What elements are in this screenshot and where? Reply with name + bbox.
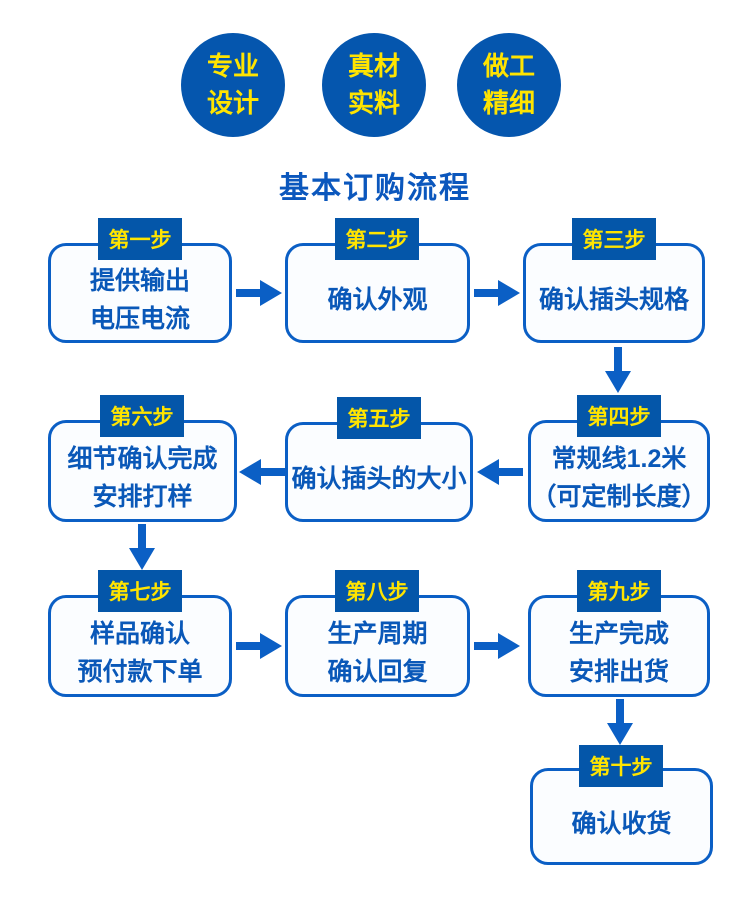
feature-circle-fine-workmanship: 做工 精细 (457, 33, 561, 137)
arrow-right-step1-step2-icon (236, 278, 282, 308)
step-badge-3: 第三步 (572, 218, 656, 260)
step-badge-5: 第五步 (337, 397, 421, 439)
step-text: 确认回复 (327, 658, 428, 686)
feature-circle-professional-design: 专业 设计 (181, 33, 285, 137)
step-badge-7: 第七步 (98, 570, 182, 612)
feature-circle-genuine-materials: 真材 实料 (322, 33, 426, 137)
step-text: 细节确认完成 (67, 445, 218, 473)
feature-circle-label: 专业 (206, 51, 259, 81)
step-text: 确认插头的大小 (291, 465, 467, 493)
step-text: 预付款下单 (77, 658, 203, 686)
step-badge-10: 第十步 (579, 745, 663, 787)
feature-circle-label: 设计 (206, 88, 259, 118)
arrow-down-step9-step10-icon (605, 699, 635, 745)
feature-circle-label: 实料 (347, 88, 400, 118)
step-badge-4: 第四步 (577, 395, 661, 437)
step-box-8: 生产周期 确认回复 (285, 595, 470, 697)
step-text: 确认收货 (571, 809, 672, 838)
step-text: 安排出货 (568, 658, 669, 686)
arrow-down-step3-step4-icon (603, 347, 633, 393)
step-badge-9: 第九步 (577, 570, 661, 612)
step-text: 提供输出 (89, 267, 190, 295)
step-text: 样品确认 (89, 620, 190, 648)
step-box-6: 细节确认完成 安排打样 (48, 420, 237, 522)
step-box-4: 常规线1.2米 （可定制长度） (528, 420, 710, 522)
step-text: 常规线1.2米 (551, 445, 687, 473)
feature-circle-label: 精细 (482, 88, 535, 118)
step-text: 确认插头规格 (538, 286, 689, 314)
step-text: 安排打样 (92, 483, 193, 511)
step-text: 生产周期 (327, 620, 428, 648)
step-text: （可定制长度） (531, 483, 707, 511)
step-box-10: 确认收货 (530, 768, 713, 865)
arrow-left-step5-step6-icon (239, 457, 285, 487)
page-title: 基本订购流程 (279, 172, 471, 205)
step-badge-1: 第一步 (98, 218, 182, 260)
arrow-down-step6-step7-icon (127, 524, 157, 570)
arrow-left-step4-step5-icon (477, 457, 523, 487)
arrow-right-step8-step9-icon (474, 631, 520, 661)
arrow-right-step2-step3-icon (474, 278, 520, 308)
feature-circle-label: 做工 (482, 51, 535, 81)
feature-circle-label: 真材 (347, 51, 400, 81)
step-text: 生产完成 (568, 620, 669, 648)
step-text: 确认外观 (327, 286, 428, 314)
arrow-right-step7-step8-icon (236, 631, 282, 661)
step-badge-8: 第八步 (335, 570, 419, 612)
step-badge-6: 第六步 (100, 395, 184, 437)
step-text: 电压电流 (89, 305, 190, 333)
step-badge-2: 第二步 (335, 218, 419, 260)
